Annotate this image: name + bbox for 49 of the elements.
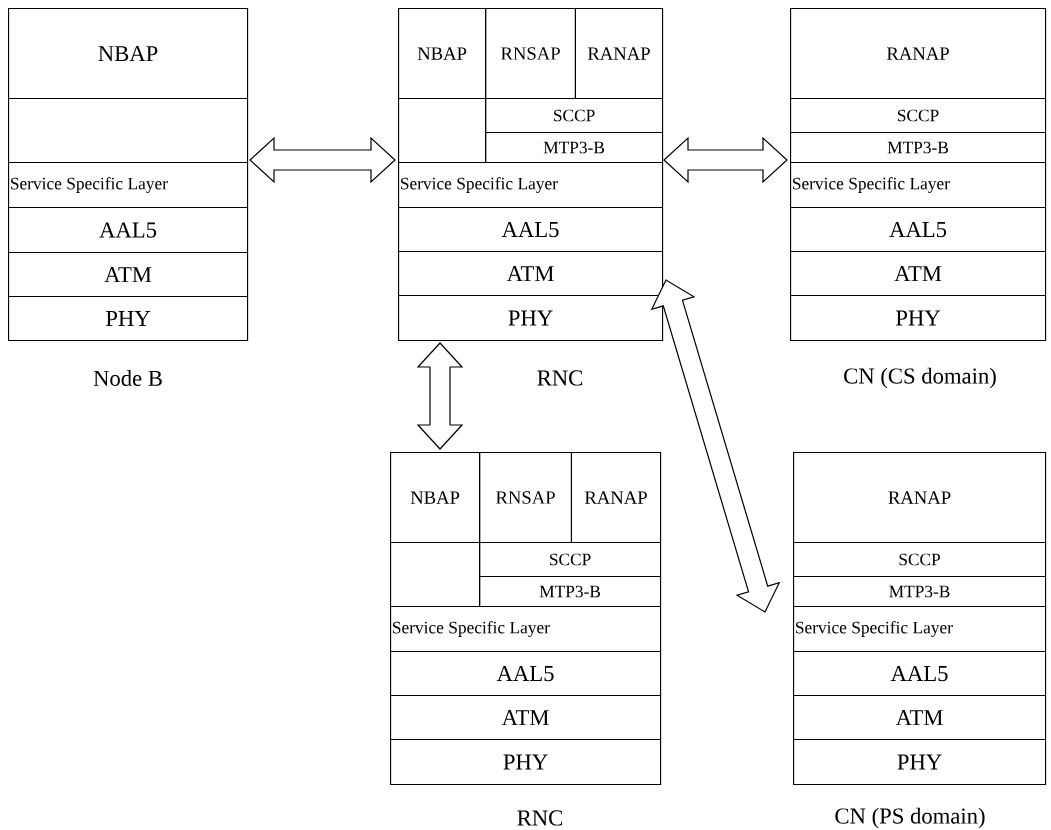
protocol-layer: Service Specific Layer [793,606,1047,653]
protocol-layer: NBAP [390,452,481,544]
double-arrow [663,136,788,184]
protocol-layer: RANAP [574,8,664,100]
protocol-layer: AAL5 [790,207,1047,253]
protocol-layer: RNSAP [479,452,572,544]
stack-caption: Node B [93,370,162,386]
empty-layer [8,98,249,164]
protocol-layer: PHY [398,295,664,342]
protocol-layer: Service Specific Layer [390,606,662,653]
protocol-layer: ATM [8,252,249,298]
stack-caption: CN (CS domain) [844,367,996,389]
stack-caption: CN (PS domain) [835,807,985,829]
protocol-layer: PHY [8,296,249,342]
protocol-layer: SCCP [485,98,664,134]
protocol-layer: RNSAP [485,8,576,100]
empty-layer [390,542,481,608]
protocol-layer: SCCP [793,542,1047,578]
protocol-layer: RANAP [570,452,662,544]
protocol-layer: MTP3-B [485,132,664,164]
protocol-layer: AAL5 [793,651,1047,697]
double-arrow [416,342,464,450]
protocol-layer: SCCP [790,98,1047,134]
protocol-layer: MTP3-B [793,576,1047,608]
stack-caption: RNC [517,810,563,826]
protocol-layer: AAL5 [390,651,662,697]
stack-caption: RNC [537,370,583,386]
protocol-layer: NBAP [398,8,487,100]
protocol-layer: SCCP [479,542,662,578]
empty-layer [398,98,487,164]
protocol-layer: Service Specific Layer [790,162,1047,209]
protocol-layer: Service Specific Layer [398,162,664,209]
protocol-layer: PHY [790,295,1047,342]
protocol-layer: AAL5 [398,207,664,253]
protocol-layer: PHY [390,739,662,786]
protocol-layer: Service Specific Layer [8,162,249,209]
protocol-layer: ATM [398,251,664,297]
protocol-layer: PHY [793,739,1047,786]
protocol-layer: AAL5 [8,207,249,254]
protocol-layer: NBAP [8,8,249,100]
protocol-layer: RANAP [793,452,1047,544]
protocol-layer: MTP3-B [479,576,662,608]
protocol-layer: ATM [790,251,1047,297]
double-arrow [249,136,396,184]
protocol-layer: RANAP [790,8,1047,100]
protocol-layer: ATM [390,695,662,741]
protocol-layer: ATM [793,695,1047,741]
double-arrow [650,279,781,613]
protocol-layer: MTP3-B [790,132,1047,164]
